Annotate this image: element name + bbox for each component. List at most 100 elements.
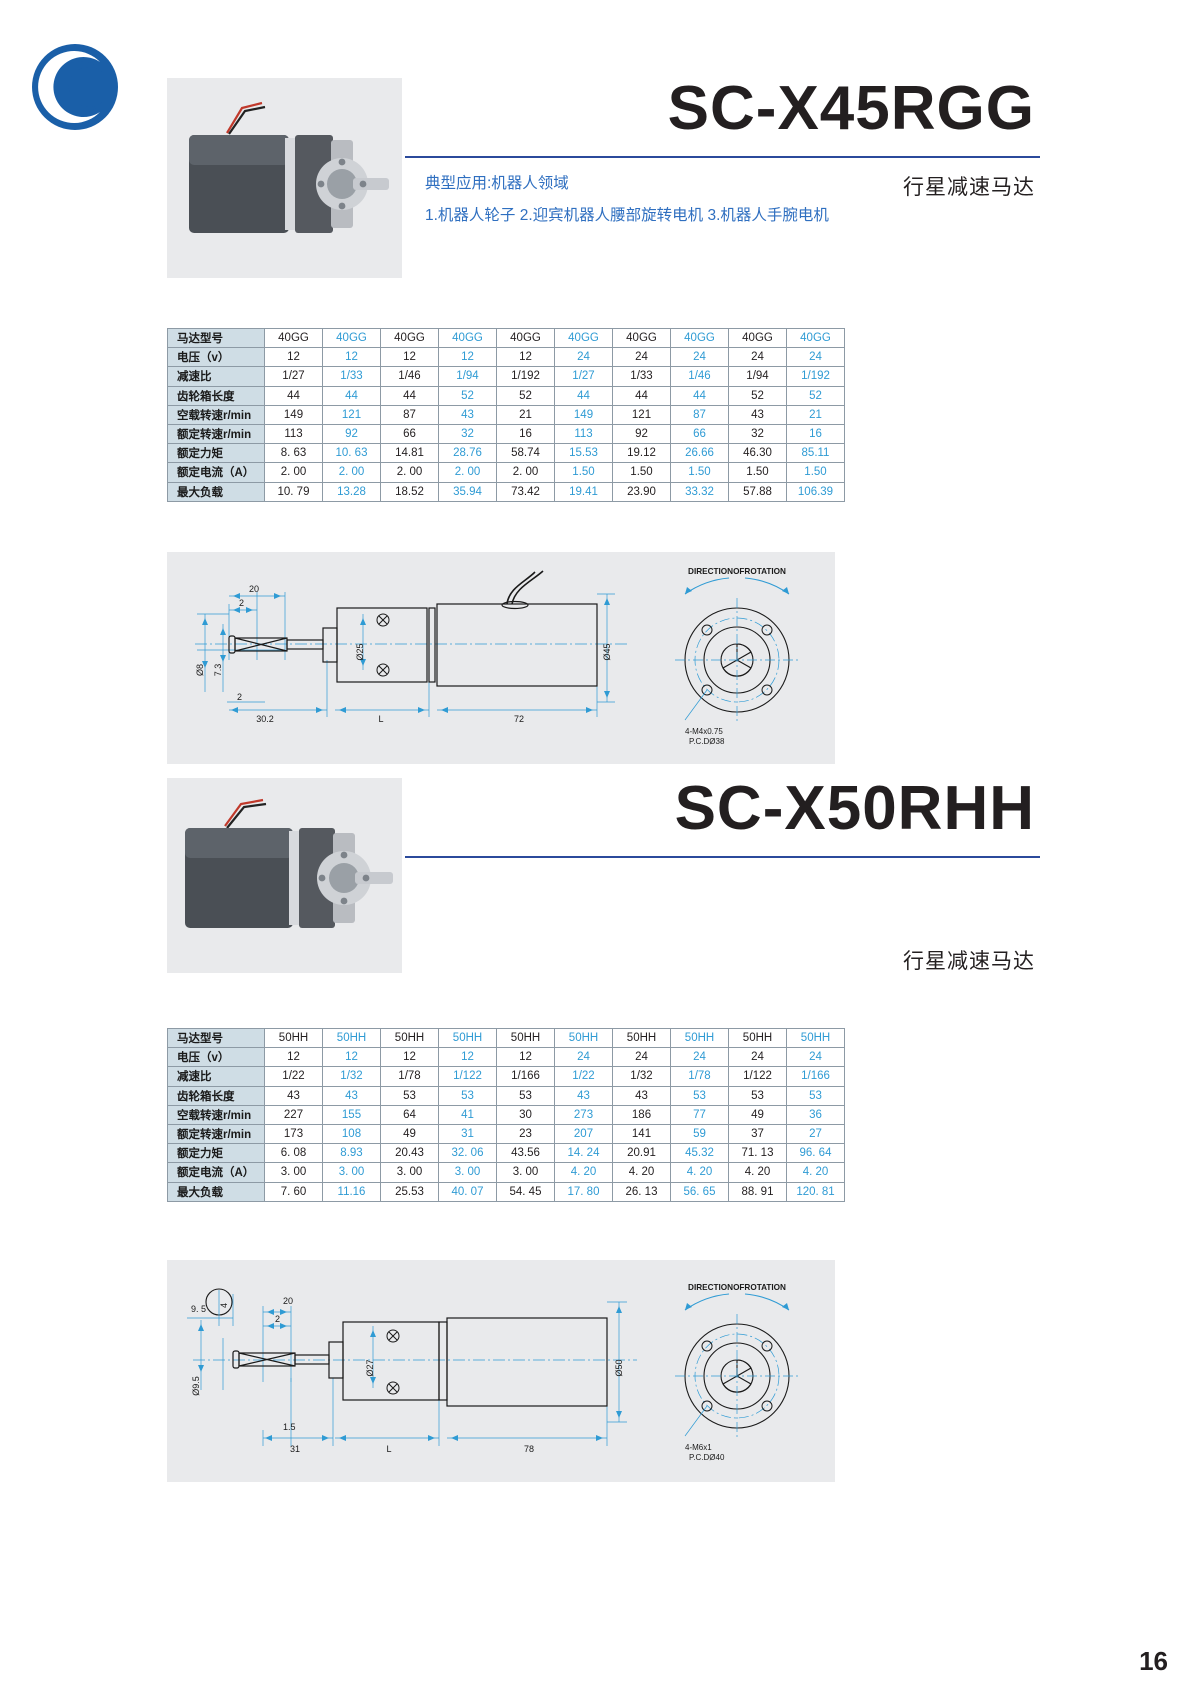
table-cell: 108 [322, 1123, 381, 1145]
table-cell: 1/122 [438, 1066, 497, 1087]
row-label: 额定电流（A） [167, 1162, 265, 1183]
application-title: 典型应用:机器人领域 [425, 175, 569, 192]
svg-text:9. 5: 9. 5 [191, 1304, 206, 1314]
table-cell: 12 [264, 347, 323, 368]
table-cell: 30 [496, 1104, 555, 1125]
svg-text:7.3: 7.3 [213, 664, 223, 677]
table-cell: 58.74 [496, 443, 555, 464]
product-title-zone-2: SC-X50RHH 行星减速马达 [405, 778, 1040, 973]
table-cell: 120. 81 [786, 1181, 845, 1202]
table-cell: 1/94 [728, 366, 787, 387]
svg-text:20: 20 [283, 1296, 293, 1306]
table-cell: 2. 00 [264, 462, 323, 483]
category-label: 行星减速马达 [903, 950, 1035, 973]
table-cell: 87 [380, 404, 439, 425]
table-cell: 26.66 [670, 443, 729, 464]
svg-text:Ø50: Ø50 [614, 1359, 624, 1376]
table-cell: 273 [554, 1104, 613, 1125]
svg-text:Ø8: Ø8 [195, 664, 205, 676]
table-cell: 40GG [380, 327, 439, 349]
row-label: 额定转速r/min [167, 423, 265, 445]
table-cell: 24 [554, 347, 613, 368]
table-cell: 1/32 [612, 1066, 671, 1087]
svg-text:P.C.DØ38: P.C.DØ38 [689, 737, 725, 746]
table-cell: 50HH [380, 1027, 439, 1049]
table-cell: 27 [786, 1123, 845, 1145]
table-cell: 40GG [438, 327, 497, 349]
table-cell: 13.28 [322, 481, 381, 502]
row-label: 齿轮箱长度 [167, 1085, 265, 1106]
svg-text:2: 2 [237, 692, 242, 702]
table-cell: 44 [264, 385, 323, 406]
row-label: 最大负载 [167, 1181, 265, 1202]
svg-text:78: 78 [524, 1444, 534, 1454]
table-cell: 50HH [438, 1027, 497, 1049]
table-cell: 40GG [554, 327, 613, 349]
table-cell: 37 [728, 1123, 787, 1145]
table-cell: 43 [612, 1085, 671, 1106]
table-cell: 113 [554, 423, 613, 445]
table-cell: 141 [612, 1123, 671, 1145]
table-cell: 16 [496, 423, 555, 445]
title-divider [405, 156, 1040, 158]
table-cell: 40GG [670, 327, 729, 349]
table-cell: 43 [438, 404, 497, 425]
table-cell: 19.41 [554, 481, 613, 502]
table-cell: 149 [264, 404, 323, 425]
table-cell: 41 [438, 1104, 497, 1125]
table-cell: 40GG [496, 327, 555, 349]
row-label: 齿轮箱长度 [167, 385, 265, 406]
table-cell: 43 [728, 404, 787, 425]
application-list: 1.机器人轮子 2.迎宾机器人腰部旋转电机 3.机器人手腕电机 [425, 207, 829, 224]
table-cell: 56. 65 [670, 1181, 729, 1202]
svg-text:4-M6x1: 4-M6x1 [685, 1443, 712, 1452]
table-cell: 45.32 [670, 1143, 729, 1164]
table-cell: 121 [322, 404, 381, 425]
table-cell: 227 [264, 1104, 323, 1125]
svg-text:Ø27: Ø27 [365, 1359, 375, 1376]
svg-text:4: 4 [219, 1303, 229, 1308]
row-label: 空载转速r/min [167, 1104, 265, 1125]
table-cell: 1/192 [786, 366, 845, 387]
table-cell: 12 [496, 347, 555, 368]
table-cell: 4. 20 [612, 1162, 671, 1183]
table-cell: 19.12 [612, 443, 671, 464]
table-cell: 3. 00 [322, 1162, 381, 1183]
table-cell: 14. 24 [554, 1143, 613, 1164]
table-cell: 1/166 [496, 1066, 555, 1087]
table-cell: 16 [786, 423, 845, 445]
table-cell: 21 [496, 404, 555, 425]
table-cell: 4. 20 [670, 1162, 729, 1183]
table-cell: 44 [322, 385, 381, 406]
svg-text:Ø45: Ø45 [602, 643, 612, 660]
row-label: 额定力矩 [167, 443, 265, 464]
table-cell: 44 [612, 385, 671, 406]
table-cell: 1/22 [554, 1066, 613, 1087]
table-cell: 52 [438, 385, 497, 406]
table-cell: 92 [322, 423, 381, 445]
table-cell: 96. 64 [786, 1143, 845, 1164]
technical-drawing-1: 20 2 2 30.2 L 72 Ø25 Ø45 Ø8 7.3 DIRECTIO… [167, 552, 835, 764]
table-cell: 71. 13 [728, 1143, 787, 1164]
table-cell: 49 [380, 1123, 439, 1145]
table-cell: 2. 00 [322, 462, 381, 483]
table-cell: 2. 00 [438, 462, 497, 483]
table-cell: 50HH [554, 1027, 613, 1049]
svg-text:2: 2 [239, 598, 244, 608]
table-cell: 24 [786, 1047, 845, 1068]
table-cell: 50HH [496, 1027, 555, 1049]
table-cell: 32. 06 [438, 1143, 497, 1164]
company-logo [30, 42, 120, 132]
table-cell: 85.11 [786, 443, 845, 464]
table-cell: 12 [322, 347, 381, 368]
